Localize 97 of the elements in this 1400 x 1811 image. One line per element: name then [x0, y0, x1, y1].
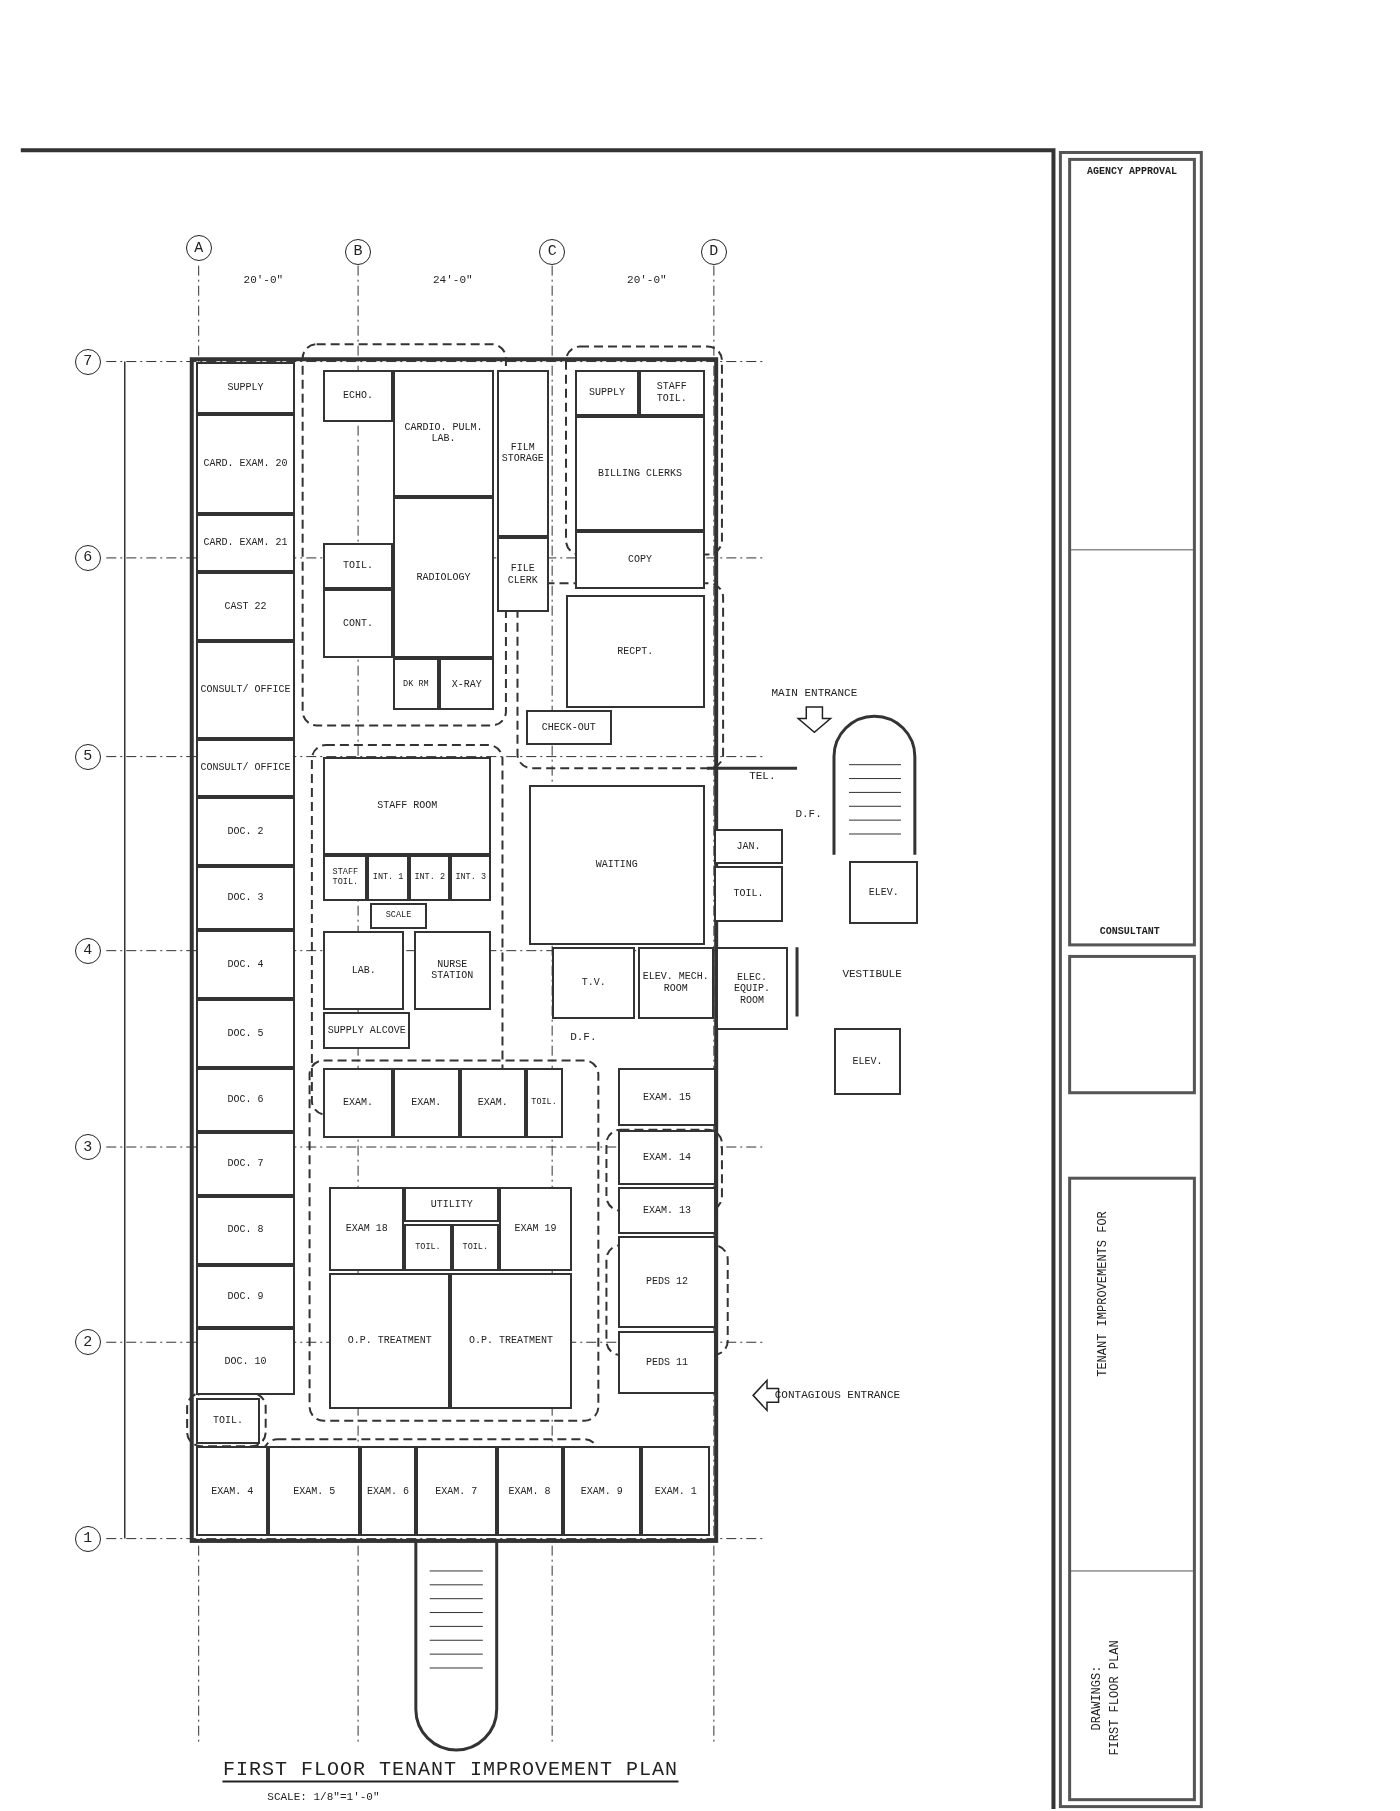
room: O.P. TREATMENT [450, 1272, 572, 1410]
room: DOC. 4 [196, 929, 295, 1000]
grid-bubble: 2 [74, 1329, 101, 1356]
room: DK RM [392, 658, 439, 711]
room: EXAM. 4 [196, 1446, 268, 1537]
room: EXAM. [323, 1068, 393, 1138]
dimension-text: 20'-0" [243, 273, 284, 286]
room: EXAM. 7 [415, 1446, 497, 1537]
dimension-text: 20'-0" [627, 273, 667, 286]
room: WAITING [529, 785, 705, 945]
room: COPY [575, 531, 705, 590]
room: O.P. TREATMENT [329, 1272, 451, 1410]
grid-bubble: 3 [74, 1134, 101, 1160]
room: CONT. [323, 589, 393, 659]
room: EXAM 19 [499, 1187, 572, 1271]
room: TOIL. [196, 1397, 260, 1444]
grid-bubble: C [539, 238, 566, 265]
room: EXAM. 6 [360, 1446, 416, 1537]
title-block-text: FIRST FLOOR PLAN [1107, 1640, 1122, 1756]
room: DOC. 9 [196, 1264, 295, 1329]
room: STAFF TOIL. [638, 369, 705, 416]
grid-bubble: B [345, 238, 372, 265]
room: CAST 22 [196, 571, 295, 642]
plan-note: MAIN ENTRANCE [771, 687, 858, 700]
room: LAB. [323, 931, 405, 1010]
room: RADIOLOGY [392, 496, 495, 659]
room: STAFF TOIL. [323, 854, 368, 901]
plan-title: FIRST FLOOR TENANT IMPROVEMENT PLAN [222, 1757, 678, 1783]
room: PEDS 12 [618, 1235, 717, 1329]
room: SCALE [369, 903, 428, 929]
room: PEDS 11 [618, 1330, 717, 1395]
room: X-RAY [438, 658, 495, 711]
room: ELEV. [834, 1028, 901, 1096]
room: SUPPLY [575, 369, 639, 416]
room: INT. 1 [367, 854, 409, 901]
room: BILLING CLERKS [575, 415, 705, 532]
room: TOIL. [323, 542, 393, 590]
room: DOC. 6 [196, 1068, 295, 1132]
room: ELEC. EQUIP. ROOM [716, 947, 788, 1031]
plan-note: CONSULTANT [1099, 925, 1160, 937]
room: SUPPLY [196, 361, 295, 414]
room: DOC. 7 [196, 1132, 295, 1196]
dimension-text: 24'-0" [433, 273, 473, 286]
room: CONSULT/ OFFICE [196, 641, 295, 740]
room: NURSE STATION [413, 931, 491, 1010]
room: TOIL. [525, 1068, 563, 1138]
room: EXAM 18 [329, 1187, 405, 1271]
room: CONSULT/ OFFICE [196, 739, 295, 797]
plan-note: D.F. [570, 1031, 597, 1044]
room: EXAM. 8 [496, 1446, 563, 1537]
room: DOC. 2 [196, 797, 295, 867]
plan-note: SCALE: 1/8"=1'-0" [267, 1791, 380, 1804]
room: CARDIO. PULM. LAB. [392, 369, 495, 497]
grid-bubble: 7 [74, 348, 101, 375]
room: INT. 3 [450, 854, 491, 901]
title-block-text: TENANT IMPROVEMENTS FOR [1096, 1210, 1111, 1377]
plan-note: TEL. [749, 770, 776, 783]
grid-bubble: 6 [74, 544, 101, 571]
room: TOIL. [713, 866, 784, 922]
room: INT. 2 [408, 854, 451, 901]
room: FILE CLERK [496, 537, 549, 613]
room: CARD. EXAM. 21 [196, 514, 295, 572]
plan-note: AGENCY APPROVAL [1087, 165, 1177, 177]
room: ELEV. [849, 860, 919, 925]
room: TOIL. [451, 1224, 499, 1271]
room: EXAM. 14 [618, 1129, 717, 1186]
plan-note: VESTIBULE [842, 967, 902, 980]
room: CARD. EXAM. 20 [196, 413, 295, 514]
room: EXAM. 13 [618, 1187, 717, 1234]
room: STAFF ROOM [323, 756, 491, 855]
room: CHECK-OUT [525, 710, 613, 746]
room: UTILITY [404, 1187, 499, 1223]
room: EXAM. 15 [618, 1068, 717, 1127]
room: DOC. 5 [196, 999, 295, 1069]
room: EXAM. [459, 1068, 526, 1138]
room: DOC. 3 [196, 866, 295, 930]
room: JAN. [713, 829, 784, 864]
room: RECPT. [566, 594, 705, 709]
room: EXAM. 1 [641, 1446, 711, 1537]
room: EXAM. [392, 1068, 460, 1138]
grid-bubble: 5 [74, 743, 101, 770]
room: DOC. 10 [196, 1328, 295, 1396]
room: FILM STORAGE [496, 369, 549, 538]
grid-bubble: 1 [74, 1525, 101, 1552]
title-block-text: DRAWINGS: [1090, 1665, 1105, 1731]
room: ECHO. [323, 369, 393, 422]
room: EXAM. 5 [268, 1446, 361, 1537]
room: TOIL. [404, 1224, 452, 1271]
room: ELEV. MECH. ROOM [637, 947, 714, 1019]
room: SUPPLY ALCOVE [323, 1011, 411, 1049]
room: T.V. [552, 947, 636, 1019]
grid-bubble: 4 [74, 937, 101, 964]
room: EXAM. 9 [562, 1446, 642, 1537]
plan-note: D.F. [795, 808, 822, 821]
room: DOC. 8 [196, 1195, 295, 1265]
grid-bubble: A [185, 235, 212, 262]
grid-bubble: D [700, 238, 727, 265]
